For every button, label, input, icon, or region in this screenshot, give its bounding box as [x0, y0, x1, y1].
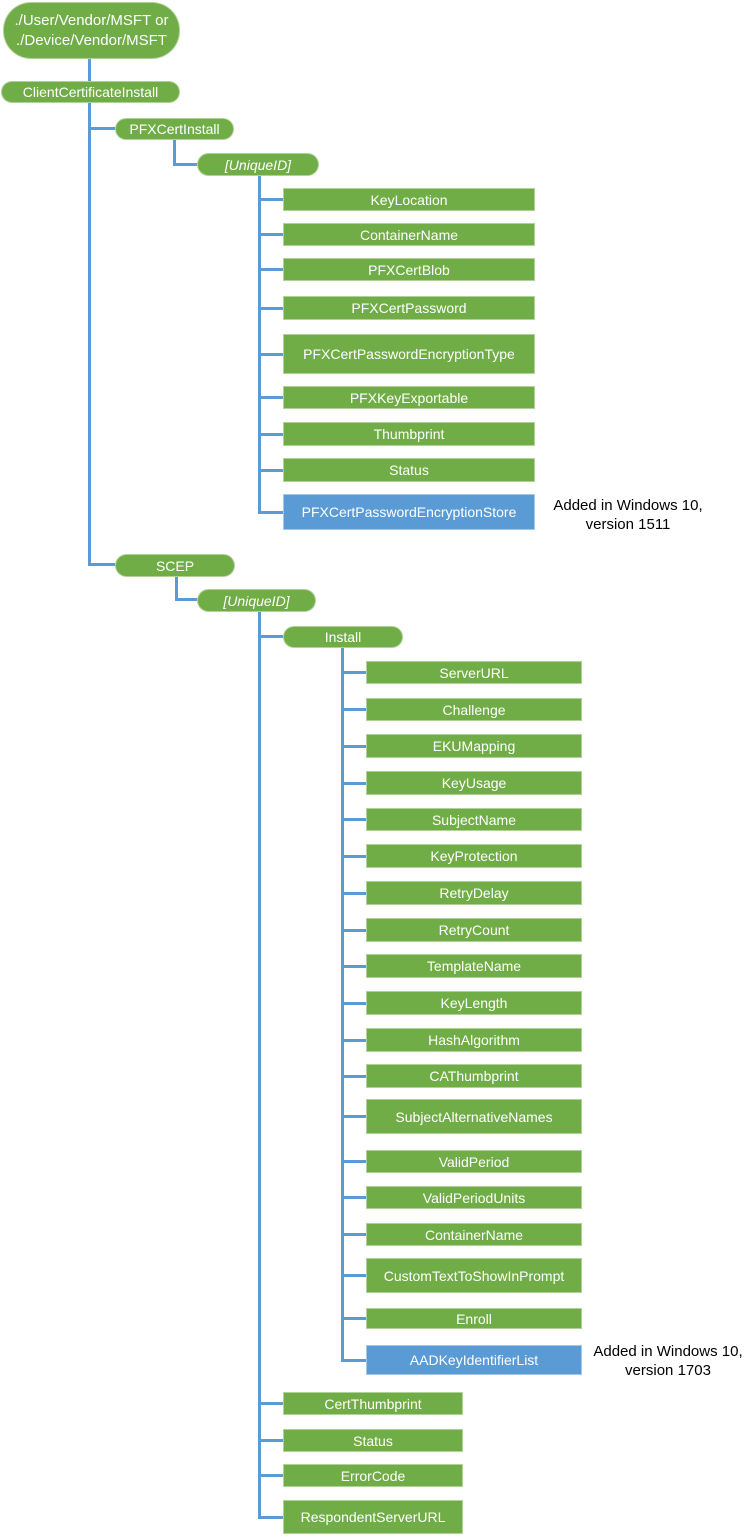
- tree-node-errorcode: ErrorCode: [283, 1464, 463, 1487]
- connector-line: [341, 708, 366, 711]
- tree-node-retrydelay: RetryDelay: [366, 881, 582, 905]
- tree-node-validperiodunits: ValidPeriodUnits: [366, 1186, 582, 1209]
- annotation-added-windows10-1511: Added in Windows 10, version 1511: [543, 496, 713, 534]
- tree-node-containername: ContainerName: [283, 223, 535, 246]
- connector-line: [258, 1439, 283, 1442]
- tree-node-status: Status: [283, 458, 535, 482]
- root-path-line-2: ./Device/Vendor/MSFT: [16, 31, 167, 49]
- tree-node-pfx-uniqueid: [UniqueID]: [197, 153, 319, 176]
- connector-line: [341, 1039, 366, 1042]
- tree-node-containername: ContainerName: [366, 1223, 582, 1246]
- tree-node-pfxkeyexportable: PFXKeyExportable: [283, 386, 535, 409]
- connector-line: [341, 1233, 366, 1236]
- connector-line: [173, 140, 176, 166]
- tree-node-serverurl: ServerURL: [366, 661, 582, 684]
- connector-line: [258, 1402, 283, 1405]
- tree-node-challenge: Challenge: [366, 698, 582, 721]
- connector-line: [258, 307, 283, 310]
- tree-node-ekumapping: EKUMapping: [366, 734, 582, 758]
- tree-node-enroll: Enroll: [366, 1308, 582, 1329]
- connector-line: [341, 1274, 366, 1277]
- tree-node-scep-uniqueid: [UniqueID]: [197, 589, 316, 612]
- connector-line: [258, 198, 283, 201]
- annotation-line-1: Added in Windows 10,: [593, 1343, 743, 1360]
- connector-line: [258, 612, 261, 1518]
- tree-node-retrycount: RetryCount: [366, 918, 582, 942]
- connector-line: [258, 469, 283, 472]
- connector-line: [175, 598, 197, 601]
- tree-node-hashalgorithm: HashAlgorithm: [366, 1028, 582, 1052]
- connector-line: [88, 103, 91, 566]
- connector-line: [258, 1516, 283, 1519]
- tree-node-keyusage: KeyUsage: [366, 771, 582, 795]
- connector-line: [88, 563, 115, 566]
- connector-line: [341, 745, 366, 748]
- tree-node-customtexttoshowinprompt: CustomTextToShowInPrompt: [366, 1258, 582, 1293]
- connector-line: [341, 1317, 366, 1320]
- connector-line: [341, 1075, 366, 1078]
- connector-line: [258, 233, 283, 236]
- connector-line: [258, 433, 283, 436]
- connector-line: [258, 396, 283, 399]
- connector-line: [341, 818, 366, 821]
- tree-node-keyprotection: KeyProtection: [366, 844, 582, 868]
- connector-line: [258, 353, 283, 356]
- connector-line: [341, 965, 366, 968]
- connector-line: [341, 1002, 366, 1005]
- connector-line: [173, 163, 197, 166]
- tree-node-keylocation: KeyLocation: [283, 188, 535, 211]
- tree-node-cathumbprint: CAThumbprint: [366, 1064, 582, 1088]
- connector-line: [258, 268, 283, 271]
- tree-node-clientcertificateinstall: ClientCertificateInstall: [1, 81, 180, 103]
- tree-node-validperiod: ValidPeriod: [366, 1150, 582, 1173]
- tree-node-subjectname: SubjectName: [366, 808, 582, 831]
- tree-node-subjectalternativenames: SubjectAlternativeNames: [366, 1099, 582, 1134]
- root-path-line-1: ./User/Vendor/MSFT or: [14, 11, 169, 29]
- tree-node-pfxcertinstall: PFXCertInstall: [115, 118, 234, 140]
- connector-line: [258, 176, 261, 514]
- tree-node-keylength: KeyLength: [366, 991, 582, 1015]
- connector-line: [341, 1115, 366, 1118]
- connector-line: [341, 1160, 366, 1163]
- tree-node-root-path: ./User/Vendor/MSFT or ./Device/Vendor/MS…: [3, 2, 180, 59]
- tree-node-aadkeyidentifierlist: AADKeyIdentifierList: [366, 1345, 582, 1375]
- tree-node-pfxcertblob: PFXCertBlob: [283, 258, 535, 281]
- connector-line: [341, 671, 366, 674]
- tree-node-pfxcertpassword: PFXCertPassword: [283, 296, 535, 320]
- annotation-line-2: version 1703: [625, 1362, 711, 1379]
- annotation-line-1: Added in Windows 10,: [553, 497, 703, 514]
- tree-node-install: Install: [283, 626, 403, 648]
- connector-line: [341, 892, 366, 895]
- connector-line: [341, 1196, 366, 1199]
- connector-line: [341, 648, 344, 1362]
- connector-line: [88, 59, 91, 82]
- connector-line: [258, 635, 283, 638]
- tree-node-status: Status: [283, 1429, 463, 1452]
- connector-line: [341, 929, 366, 932]
- tree-node-templatename: TemplateName: [366, 954, 582, 978]
- tree-node-certthumbprint: CertThumbprint: [283, 1392, 463, 1415]
- tree-node-pfxcertpasswordencryptionstore: PFXCertPasswordEncryptionStore: [283, 494, 535, 530]
- connector-line: [341, 1359, 366, 1362]
- connector-line: [341, 855, 366, 858]
- connector-line: [175, 577, 178, 601]
- tree-node-scep: SCEP: [115, 554, 235, 577]
- connector-line: [341, 782, 366, 785]
- connector-line: [258, 511, 283, 514]
- connector-line: [258, 1474, 283, 1477]
- annotation-line-2: version 1511: [585, 516, 671, 533]
- tree-node-respondentserverurl: RespondentServerURL: [283, 1500, 463, 1534]
- tree-node-thumbprint: Thumbprint: [283, 422, 535, 446]
- connector-line: [88, 127, 115, 130]
- annotation-added-windows10-1703: Added in Windows 10, version 1703: [588, 1342, 748, 1380]
- tree-node-pfxcertpasswordencryptiontype: PFXCertPasswordEncryptionType: [283, 334, 535, 374]
